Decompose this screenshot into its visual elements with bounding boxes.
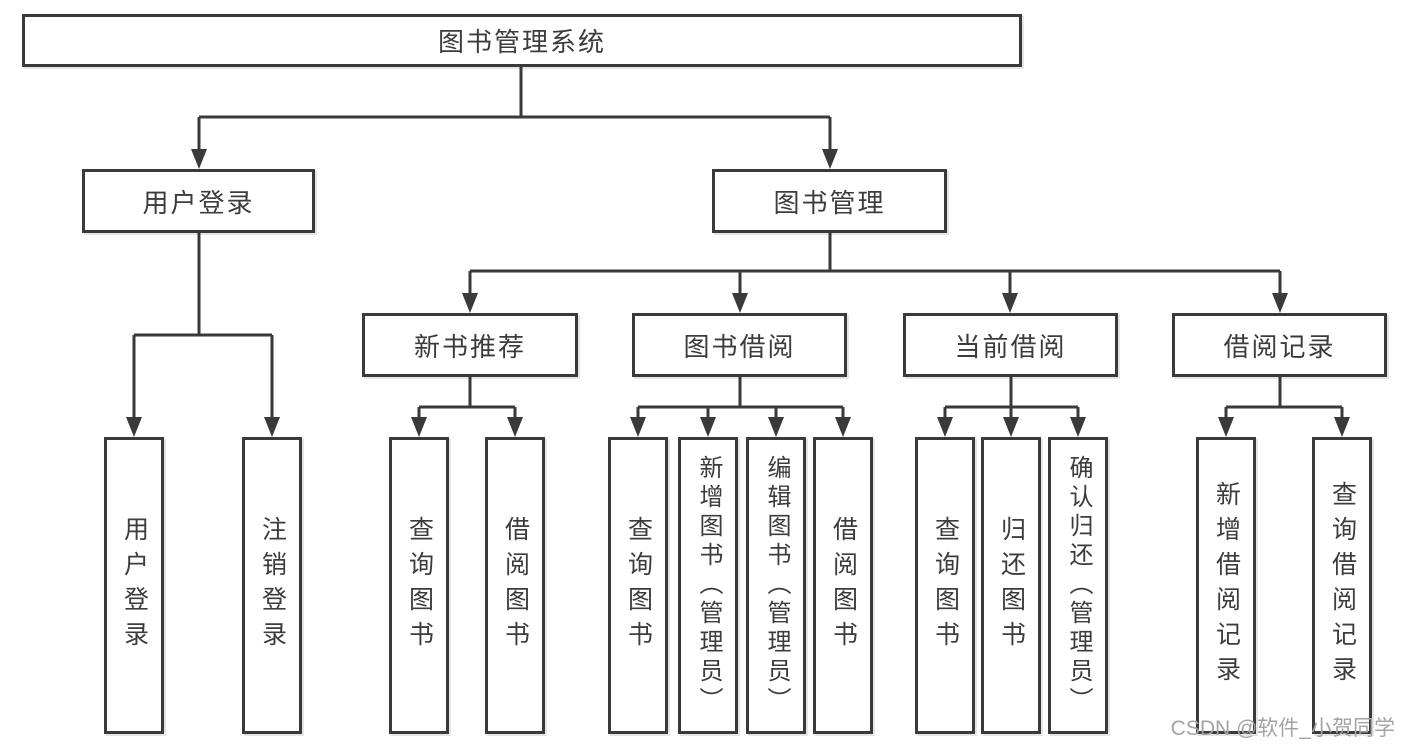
leaf-label-edit-books-admin: 编辑图书（管理员） — [763, 455, 790, 716]
leaf-box-edit-books-admin: 编辑图书（管理员） — [746, 437, 806, 734]
connector-current-borrow-to-leaves — [937, 377, 1086, 437]
leaf-box-query-books-2: 查询图书 — [608, 437, 668, 734]
leaf-box-user-login: 用户登录 — [104, 437, 164, 734]
leaf-label-query-borrow-record: 查询借阅记录 — [1328, 480, 1357, 691]
leaf-label-return-books: 归还图书 — [997, 515, 1026, 656]
group-label-book-borrow: 图书借阅 — [683, 331, 796, 362]
connector-book-borrow-to-leaves — [630, 377, 851, 437]
branch-label-book-management: 图书管理 — [773, 187, 886, 218]
root-label: 图书管理系统 — [437, 27, 606, 57]
leaf-box-query-borrow-record: 查询借阅记录 — [1312, 437, 1372, 734]
branch-label-user-login: 用户登录 — [142, 187, 255, 218]
group-label-current-borrow: 当前借阅 — [954, 331, 1067, 362]
leaf-label-borrow-books-1: 借阅图书 — [501, 515, 530, 656]
leaf-box-logout: 注销登录 — [242, 437, 302, 734]
leaf-label-confirm-return-admin: 确认归还（管理员） — [1065, 455, 1092, 716]
leaf-box-add-books-admin: 新增图书（管理员） — [678, 437, 738, 734]
leaf-box-borrow-books-2: 借阅图书 — [813, 437, 873, 734]
branch-box-user-login: 用户登录 — [82, 169, 315, 233]
group-box-new-book-recommend: 新书推荐 — [362, 313, 578, 377]
leaf-box-confirm-return-admin: 确认归还（管理员） — [1048, 437, 1108, 734]
group-box-book-borrow: 图书借阅 — [632, 313, 847, 377]
connector-root-to-level2 — [191, 67, 838, 169]
connector-book-management-to-groups — [462, 233, 1288, 313]
branch-box-book-management: 图书管理 — [712, 169, 947, 233]
group-box-current-borrow: 当前借阅 — [903, 313, 1118, 377]
leaf-label-query-books-2: 查询图书 — [624, 515, 653, 656]
leaf-box-borrow-books-1: 借阅图书 — [485, 437, 545, 734]
leaf-label-query-books-1: 查询图书 — [405, 515, 434, 656]
leaf-label-borrow-books-2: 借阅图书 — [829, 515, 858, 656]
leaf-box-return-books: 归还图书 — [981, 437, 1041, 734]
leaf-label-add-books-admin: 新增图书（管理员） — [695, 455, 722, 716]
leaf-box-add-borrow-record: 新增借阅记录 — [1196, 437, 1256, 734]
group-box-borrow-records: 借阅记录 — [1172, 313, 1387, 377]
root-box-library-management-system: 图书管理系统 — [22, 14, 1022, 67]
leaf-label-query-books-3: 查询图书 — [931, 515, 960, 656]
group-label-new-book-recommend: 新书推荐 — [413, 331, 526, 362]
leaf-box-query-books-1: 查询图书 — [389, 437, 449, 734]
leaf-label-logout: 注销登录 — [258, 515, 287, 656]
connector-borrow-records-to-leaves — [1218, 377, 1350, 437]
csdn-watermark: CSDN @软件_小贺同学 — [1170, 717, 1395, 740]
group-label-borrow-records: 借阅记录 — [1223, 331, 1336, 362]
connector-user-login-to-leaves — [126, 233, 280, 437]
leaf-label-add-borrow-record: 新增借阅记录 — [1212, 480, 1241, 691]
leaf-label-user-login: 用户登录 — [120, 515, 149, 656]
connector-new-book-recommend-to-leaves — [411, 377, 523, 437]
leaf-box-query-books-3: 查询图书 — [915, 437, 975, 734]
